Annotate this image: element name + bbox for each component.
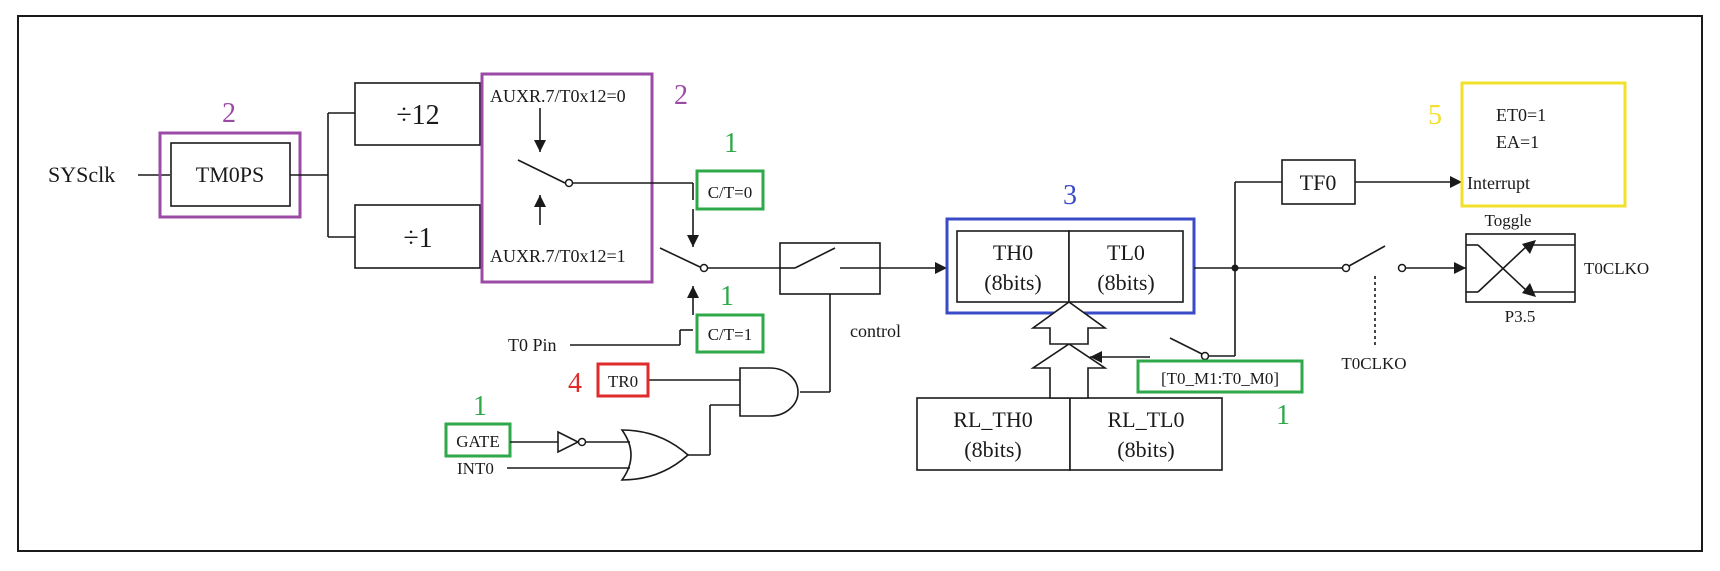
toggle-arrow-down: [1522, 283, 1536, 297]
rl-th0-register: [916, 397, 1071, 471]
th0-bits: (8bits): [984, 270, 1041, 295]
clkout-switch-pivot: [1341, 263, 1351, 273]
reload-arrow-lower: [1030, 343, 1108, 399]
div12-label: ÷12: [396, 100, 439, 131]
not-gate: [557, 430, 580, 454]
tm0ps-label: TM0PS: [196, 162, 264, 187]
ct0-box: [695, 169, 765, 211]
et0-label: ET0=1: [1496, 105, 1546, 125]
marker-2-tm0ps: 2: [222, 98, 236, 129]
auxr-t0x12-1-label: AUXR.7/T0x12=1: [490, 246, 626, 266]
ct1-label: C/T=1: [708, 325, 753, 344]
auxr-switch-pivot: [564, 178, 574, 188]
auxr-selector-frame: [480, 72, 654, 284]
t0-pin-label: T0 Pin: [508, 335, 557, 355]
rl-tl0-label: RL_TL0: [1108, 407, 1185, 432]
tl0-register: [1068, 230, 1184, 303]
ea-label: EA=1: [1496, 132, 1539, 152]
marker-1-ct0: 1: [724, 128, 738, 159]
or-gate: [620, 429, 690, 481]
toggle-label: Toggle: [1485, 211, 1532, 230]
ct0-label: C/T=0: [708, 183, 753, 202]
clkout-switch-blade: [1348, 245, 1386, 267]
marker-1-ct1: 1: [720, 281, 734, 312]
int0-label: INT0: [457, 459, 494, 478]
ct-switch-blade: [659, 247, 701, 268]
tr0-label: TR0: [608, 372, 638, 391]
run-switch-blade: [794, 247, 836, 269]
tl0-bits: (8bits): [1097, 270, 1154, 295]
control-label: control: [850, 321, 901, 341]
tm0ps-box: [170, 142, 291, 207]
t0clko-switch-label: T0CLKO: [1341, 354, 1406, 373]
gate-box: [444, 422, 512, 458]
auxr-switch-blade: [517, 159, 566, 184]
marker-5-interrupt: 5: [1428, 100, 1442, 131]
interrupt-enable-box: [1460, 81, 1627, 208]
mode-box: [1136, 359, 1304, 394]
not-gate-bubble: [577, 437, 587, 447]
marker-1-gate: 1: [473, 391, 487, 422]
ct1-box: [695, 313, 765, 354]
mode-label: [T0_M1:T0_M0]: [1161, 369, 1279, 388]
clkout-switch-contact: [1397, 263, 1407, 273]
rl-th0-label: RL_TH0: [953, 407, 1032, 432]
rl-tl0-register: [1069, 397, 1223, 471]
th0-label: TH0: [993, 240, 1033, 265]
rl-tl0-bits: (8bits): [1117, 437, 1174, 462]
marker-4-tr0: 4: [568, 368, 582, 399]
interrupt-label: Interrupt: [1467, 173, 1530, 193]
sysclk-label: SYSclk: [48, 162, 115, 187]
and-gate: [739, 367, 799, 417]
p35-label: P3.5: [1505, 307, 1536, 326]
tf0-label: TF0: [1300, 170, 1337, 195]
tl0-label: TL0: [1107, 240, 1145, 265]
div1-label: ÷1: [403, 223, 432, 254]
diagram-frame: [17, 15, 1703, 552]
auxr-t0x12-0-label: AUXR.7/T0x12=0: [490, 86, 626, 106]
marker-1-mode: 1: [1276, 400, 1290, 431]
marker-3-counter: 3: [1063, 180, 1077, 211]
reload-arrow-upper: [1030, 301, 1108, 345]
div12-box: [354, 82, 481, 146]
div1-box: [354, 204, 481, 269]
toggle-arrow-up: [1522, 240, 1536, 254]
ct-switch-pivot: [699, 263, 709, 273]
marker-2-auxr: 2: [674, 80, 688, 111]
tr0-box: [596, 362, 650, 398]
reload-switch-pivot: [1200, 351, 1210, 361]
gate-label: GATE: [456, 432, 499, 451]
th0-register: [956, 230, 1070, 303]
reload-switch-blade: [1169, 337, 1203, 355]
rl-th0-bits: (8bits): [964, 437, 1021, 462]
t0clko-output-label: T0CLKO: [1584, 259, 1649, 278]
